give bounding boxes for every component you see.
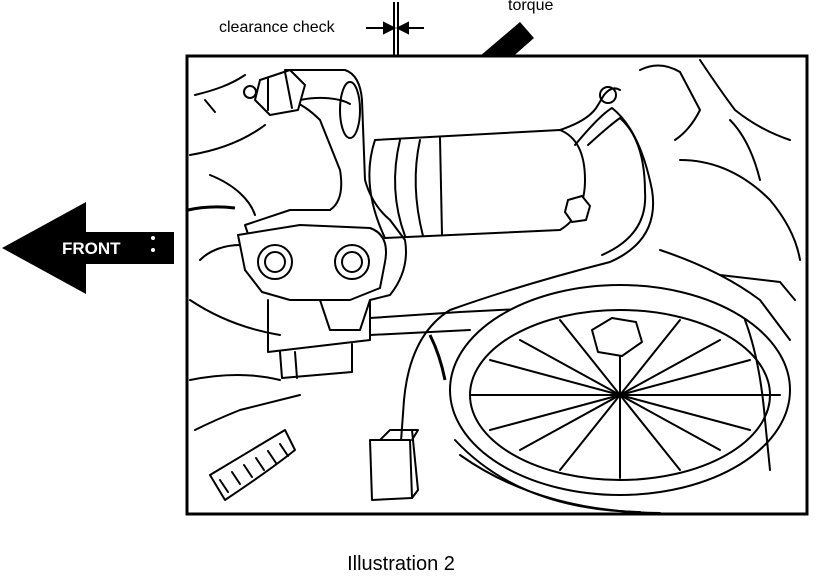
hose-clamp [209,429,296,501]
engine-drawing [189,59,801,514]
engine-outline-accents [187,205,447,381]
clearance-arrows-icon [366,21,424,35]
illustration-caption: Illustration 2 [0,554,816,574]
front-arrow-icon [2,202,174,294]
terminal-bolts [237,224,387,379]
top-bolt [243,69,306,116]
filter-cap [449,284,791,514]
clearance-check-label: clearance check [219,19,336,36]
wire-loop [399,107,655,456]
solenoid-body [374,129,586,239]
front-label: FRONT [62,239,121,258]
caption-text: Illustration 2 [347,553,455,575]
torque-label: torque [508,0,553,14]
